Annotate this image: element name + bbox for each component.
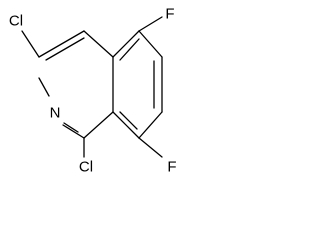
bond-c1-n-inner — [63, 122, 79, 133]
atom-label-n: N — [50, 105, 61, 122]
chemical-structure: Cl N Cl F F — [9, 6, 177, 176]
bond-c3-c4-double — [38, 30, 85, 58]
bond-c5-c6 — [138, 30, 163, 58]
atom-label-cl-top: Cl — [9, 13, 23, 30]
bond-c4-c4a — [83, 30, 114, 58]
bond-c8a-c1 — [83, 111, 114, 139]
bond-c8-c8a-inner — [119, 111, 138, 130]
bond-c8-c8a-double — [112, 111, 140, 139]
bond-c4a-c5-double — [112, 30, 140, 58]
atom-label-f-top: F — [165, 6, 174, 23]
atom-label-f-bottom: F — [167, 159, 176, 176]
bond-c3-c4-inner — [45, 37, 85, 61]
atom-labels: Cl N Cl F F — [9, 6, 177, 176]
bonds — [21, 16, 163, 158]
bond-c1-n-double — [62, 124, 85, 139]
bond-c7-c8 — [138, 111, 163, 139]
bond-c4a-c5-inner — [119, 38, 140, 61]
bond-n-c3 — [38, 77, 50, 97]
bond-c8-f — [138, 137, 163, 158]
bond-c3-cl — [21, 30, 40, 58]
atom-label-cl-bottom: Cl — [79, 159, 93, 176]
bond-c5-f — [138, 16, 163, 32]
